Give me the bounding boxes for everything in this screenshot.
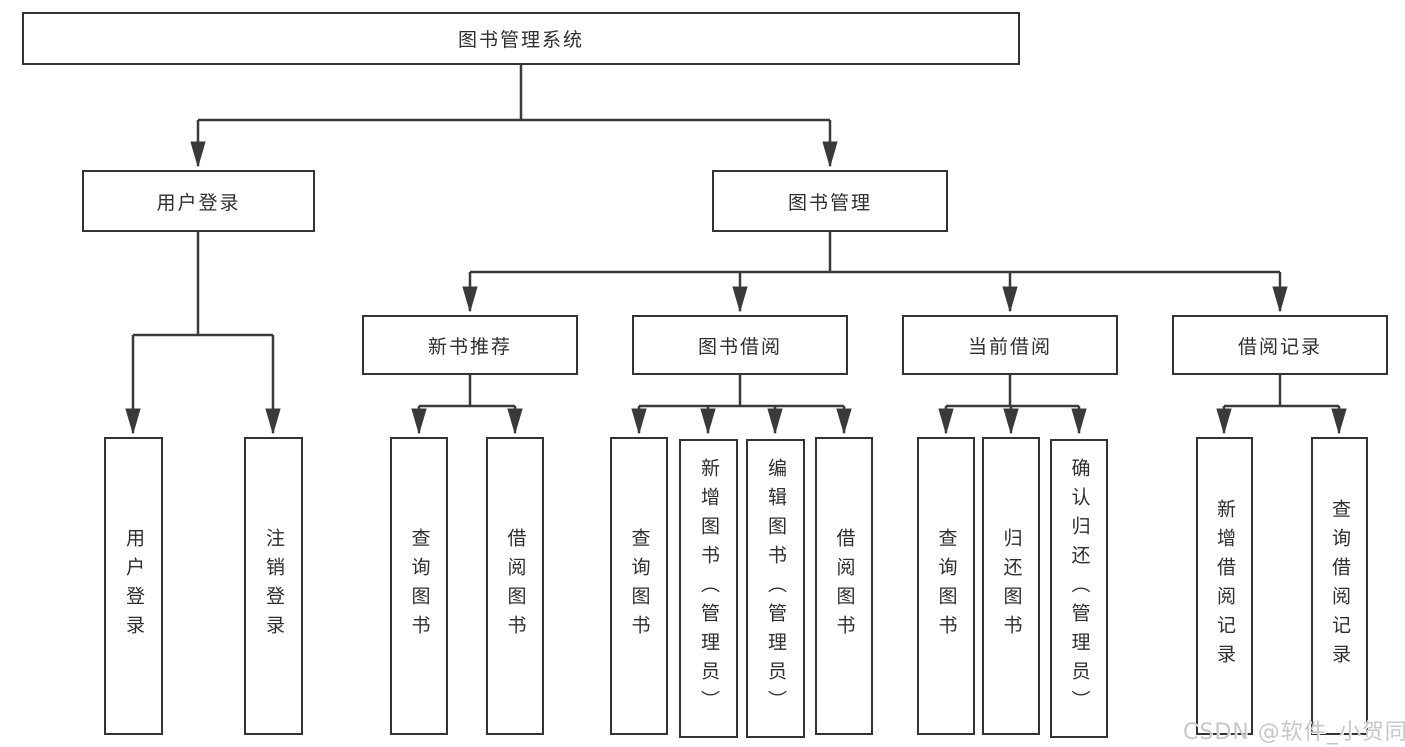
- leaf-nb-query-books: 查询图书: [390, 437, 448, 735]
- leaf-bb-borrow-books: 借阅图书: [815, 437, 873, 735]
- leaf-user-login: 用户登录: [104, 437, 163, 735]
- leaf-cb-query-books: 查询图书: [917, 437, 975, 735]
- leaf-label: 归还图书: [1000, 528, 1023, 644]
- leaf-bb-edit-books-admin: 编辑图书（管理员）: [746, 439, 805, 738]
- node-book-management: 图书管理: [712, 170, 948, 232]
- node-book-borrowing: 图书借阅: [632, 315, 848, 375]
- leaf-label: 查询图书: [935, 528, 958, 644]
- node-label: 图书借阅: [697, 335, 782, 358]
- leaf-cb-return-books: 归还图书: [982, 437, 1040, 735]
- leaf-br-query-borrow-record: 查询借阅记录: [1311, 437, 1368, 735]
- leaf-bb-query-books: 查询图书: [610, 437, 668, 735]
- leaf-label: 新增图书（管理员）: [698, 458, 720, 719]
- node-label: 用户登录: [156, 191, 241, 214]
- node-label: 图书管理系统: [457, 29, 584, 51]
- leaf-label: 查询图书: [628, 528, 651, 644]
- node-user-login: 用户登录: [82, 170, 315, 232]
- node-borrowing-records: 借阅记录: [1172, 315, 1388, 375]
- leaf-label: 借阅图书: [833, 528, 856, 644]
- node-current-borrowing: 当前借阅: [902, 315, 1118, 375]
- leaf-label: 查询借阅记录: [1329, 499, 1351, 673]
- leaf-label: 编辑图书（管理员）: [765, 458, 787, 719]
- node-label: 图书管理: [787, 191, 872, 214]
- leaf-br-add-borrow-record: 新增借阅记录: [1196, 437, 1253, 735]
- leaf-label: 查询图书: [408, 528, 431, 644]
- node-label: 借阅记录: [1237, 335, 1322, 358]
- node-label: 新书推荐: [427, 335, 512, 358]
- node-label: 当前借阅: [967, 335, 1052, 358]
- leaf-label: 新增借阅记录: [1214, 499, 1236, 673]
- leaf-logout: 注销登录: [244, 437, 303, 735]
- leaf-nb-borrow-books: 借阅图书: [486, 437, 544, 735]
- leaf-label: 借阅图书: [504, 528, 527, 644]
- csdn-watermark: CSDN @软件_小贺同学: [1183, 720, 1405, 745]
- leaf-label: 确认归还（管理员）: [1068, 458, 1091, 719]
- leaf-cb-confirm-return-admin: 确认归还（管理员）: [1050, 439, 1108, 738]
- leaf-bb-add-books-admin: 新增图书（管理员）: [679, 439, 738, 738]
- node-new-book-recommendation: 新书推荐: [362, 315, 578, 375]
- leaf-label: 注销登录: [263, 528, 285, 644]
- node-library-management-system: 图书管理系统: [22, 12, 1020, 65]
- leaf-label: 用户登录: [123, 528, 145, 644]
